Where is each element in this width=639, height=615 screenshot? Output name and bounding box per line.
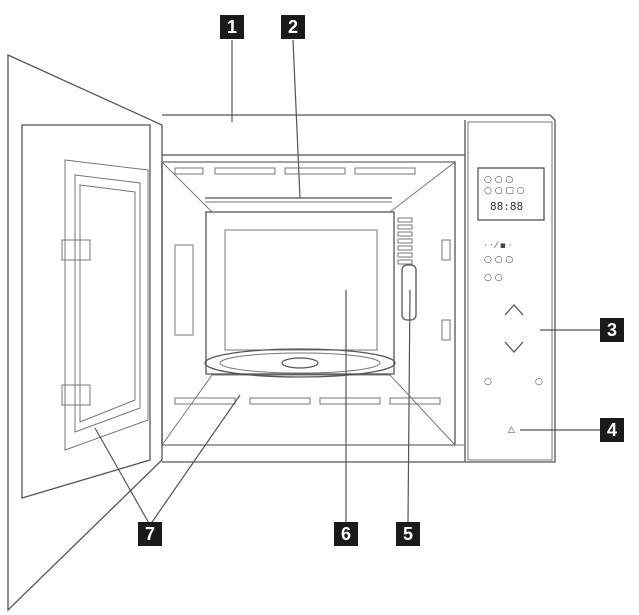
oven-door [7,53,163,612]
svg-text:○ ○: ○ ○ [484,273,503,283]
display-readout: 88:88 [490,200,523,213]
svg-text:· · ⁄ ▪ ·: · · ⁄ ▪ · [484,241,512,251]
svg-text:○ ○ ○: ○ ○ ○ [484,255,513,265]
svg-text:○: ○ [535,377,543,387]
callout-4: 4 [600,418,624,442]
svg-text:○ ○ ▢ ○: ○ ○ ▢ ○ [484,186,525,196]
svg-text:○ ○ ○: ○ ○ ○ [484,175,513,185]
control-panel-drawing: 88:88 ○ ○ ○ ○ ○ ▢ ○ · · ⁄ ▪ · ○ ○ ○ ○ ○ … [467,121,553,461]
oven-cavity-drawing [160,161,457,446]
program-symbol-icon: ○ [484,377,492,387]
cabinet [162,114,556,463]
callout-6: 6 [334,522,358,546]
chevron-up-icon[interactable] [504,304,524,316]
callout-2: 2 [281,15,305,39]
callout-1: 1 [220,15,244,39]
callout-3: 3 [600,318,624,342]
leader-lines [94,39,600,526]
callout-7: 7 [138,522,162,546]
callout-5: 5 [396,522,420,546]
door-open-icon[interactable]: △ [508,425,515,435]
chevron-down-icon[interactable] [504,341,524,353]
